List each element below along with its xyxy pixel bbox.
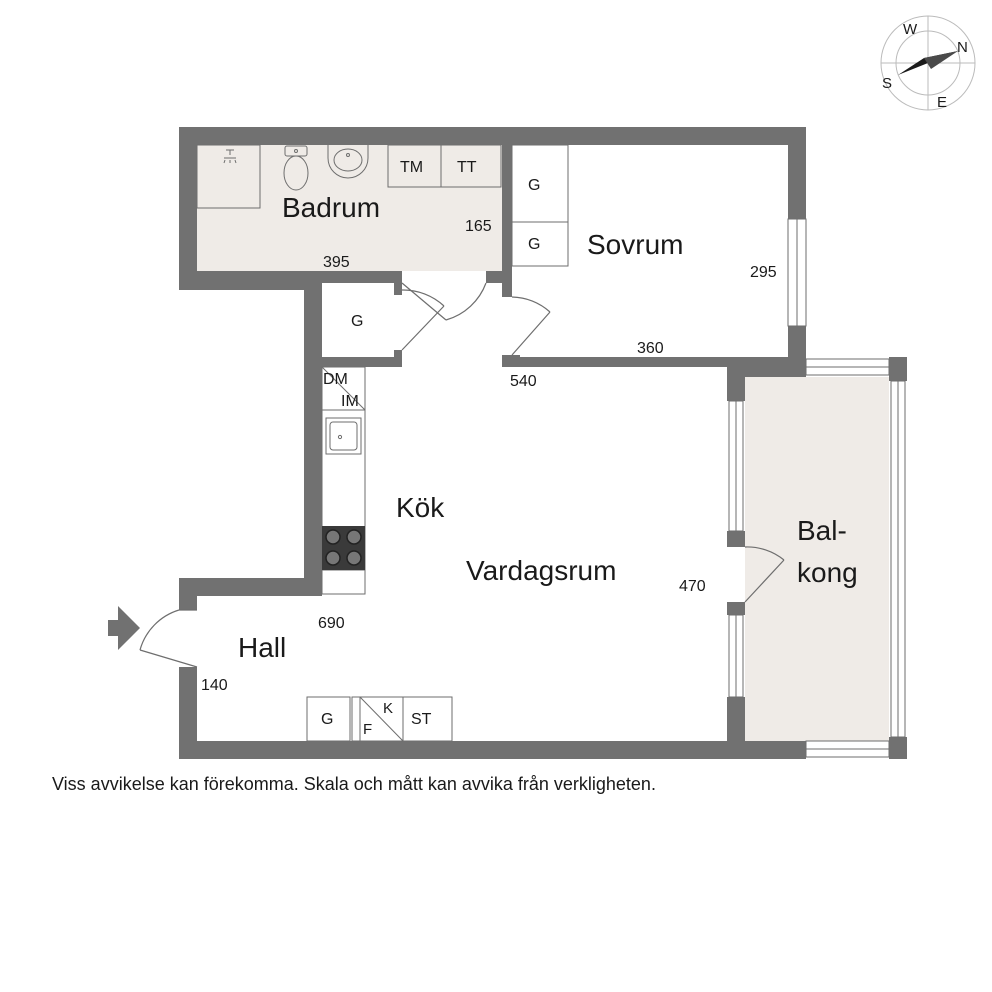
room-label-badrum: Badrum	[282, 192, 380, 223]
disclaimer-text: Viss avvikelse kan förekomma. Skala och …	[52, 774, 656, 794]
measure-sovrum-width: 360	[637, 340, 664, 357]
bathroom-door	[401, 282, 487, 321]
label-im: IM	[341, 393, 359, 410]
bedroom-door	[511, 296, 551, 356]
label-tm: TM	[400, 159, 423, 176]
label-tt: TT	[457, 159, 477, 176]
measure-hall-depth: 140	[201, 677, 228, 694]
label-dm: DM	[323, 371, 348, 388]
label-g-closet: G	[351, 313, 363, 330]
shower-icon	[223, 149, 237, 164]
entrance-door	[139, 609, 198, 668]
toilet-icon	[283, 145, 309, 191]
windows	[728, 218, 906, 758]
room-label-sovrum: Sovrum	[587, 229, 683, 260]
label-g-wardrobe-2: G	[528, 236, 540, 253]
tumble-dryer-box	[440, 144, 502, 188]
room-label-hall: Hall	[238, 632, 286, 663]
kitchen-sink-icon	[325, 417, 362, 455]
room-label-balkong-2: kong	[797, 557, 858, 588]
bedroom-wardrobes	[511, 144, 569, 267]
compass-w: W	[903, 21, 918, 38]
room-label-vardagsrum: Vardagsrum	[466, 555, 616, 586]
measure-kok-width: 540	[510, 373, 537, 390]
label-f: F	[363, 721, 372, 738]
compass-n: N	[957, 39, 968, 56]
hall-closets	[306, 696, 453, 742]
room-label-kok: Kök	[396, 492, 445, 523]
balcony-floor	[745, 377, 889, 741]
closet-door	[401, 289, 445, 351]
measure-badrum-depth: 165	[465, 218, 492, 235]
stove-icon	[322, 526, 365, 570]
sink-icon	[327, 145, 369, 179]
shower-area	[196, 144, 261, 209]
label-g-hall: G	[321, 711, 333, 728]
measure-badrum-width: 395	[323, 254, 350, 271]
room-label-balkong-1: Bal-	[797, 515, 847, 546]
label-g-wardrobe-1: G	[528, 177, 540, 194]
bathroom-fixtures	[196, 144, 502, 209]
label-k: K	[383, 700, 393, 717]
measure-sovrum-depth: 295	[750, 264, 777, 281]
compass-icon: N E S W	[880, 15, 976, 111]
measure-vardagsrum-depth: 470	[679, 578, 706, 595]
entrance-arrow-icon	[108, 606, 140, 650]
dishwasher-divider	[321, 366, 366, 411]
balcony-door	[744, 546, 785, 603]
compass-e: E	[937, 94, 947, 111]
label-st: ST	[411, 711, 432, 728]
compass-s: S	[882, 75, 892, 92]
walls	[179, 127, 907, 759]
measure-hall-width: 690	[318, 615, 345, 632]
doors	[139, 282, 785, 668]
